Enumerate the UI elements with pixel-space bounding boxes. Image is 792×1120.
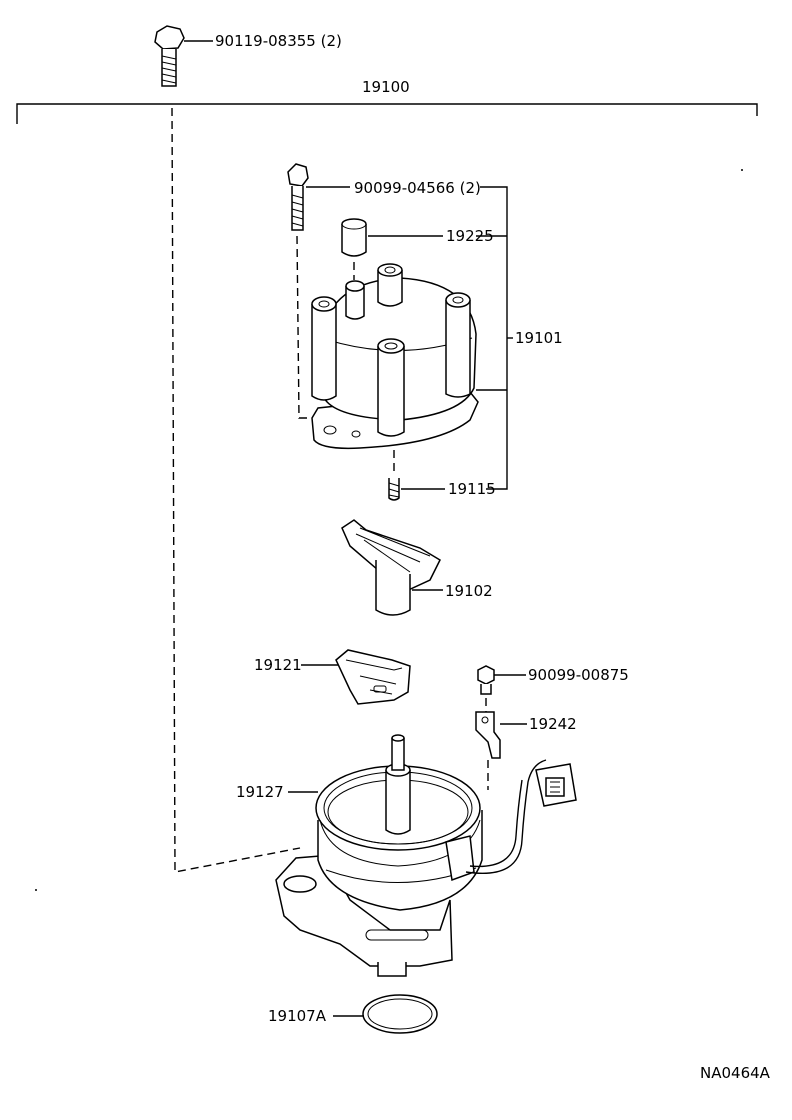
clamp-drawing	[475, 711, 527, 790]
assembly-bracket	[16, 103, 758, 124]
part-label-assembly: 19100	[362, 78, 410, 96]
part-label-screw: 90099-00875	[528, 666, 629, 684]
rotor-drawing	[341, 519, 443, 616]
part-label-oring: 19107A	[268, 1007, 327, 1025]
part-label-cap-sub: 19101	[515, 329, 563, 347]
part-label-cap-bolt: 90099-04566 (2)	[354, 179, 481, 197]
part-label-rotor: 19102	[445, 582, 493, 600]
part-label-housing: 19127	[236, 783, 284, 801]
part-label-carbon: 19225	[446, 227, 494, 245]
part-label-spring: 19115	[448, 480, 496, 498]
distributor-cap-drawing	[311, 263, 479, 450]
cap-bolt-drawing	[287, 163, 350, 231]
spring-drawing	[388, 450, 445, 501]
screw-drawing	[477, 665, 526, 712]
cover-drawing	[301, 649, 411, 705]
part-label-clamp: 19242	[529, 715, 577, 733]
part-label-bolt-top: 90119-08355 (2)	[215, 32, 342, 50]
housing-drawing	[275, 734, 577, 977]
bolt-dashed-leader	[171, 107, 301, 873]
drawing-code: NA0464A	[700, 1064, 771, 1082]
oring-drawing	[333, 994, 438, 1034]
cap-bolt-dashed-leader	[296, 235, 316, 419]
bolt-top-drawing	[154, 25, 213, 87]
carbon-drawing	[341, 218, 443, 280]
part-label-cover: 19121	[254, 656, 302, 674]
